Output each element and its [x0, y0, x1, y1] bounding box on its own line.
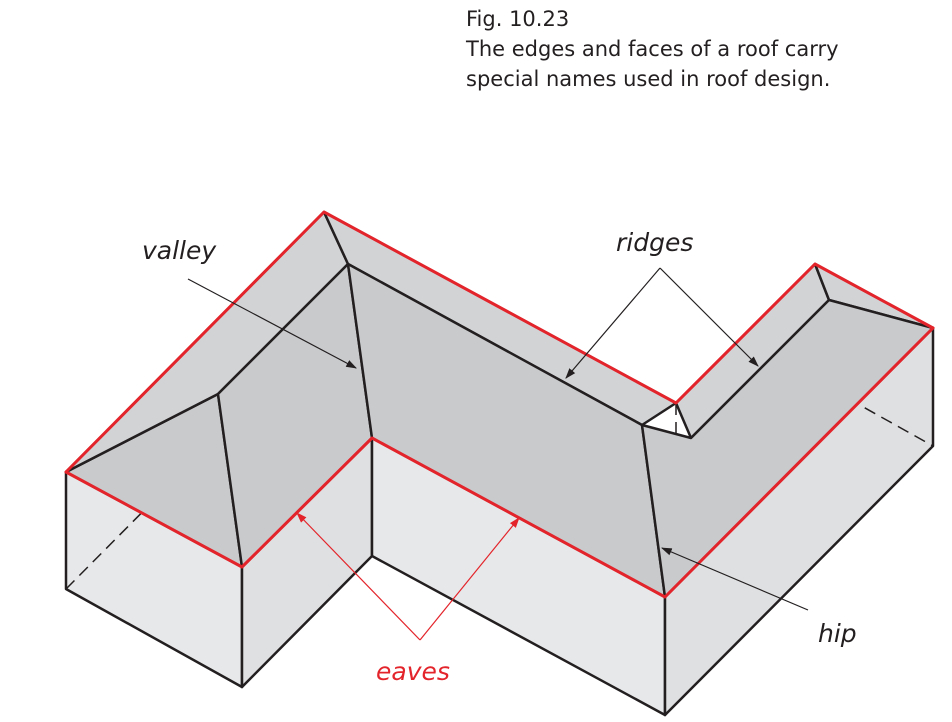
valley-arrow	[187, 278, 357, 369]
walls	[64, 326, 935, 717]
eaves-lines	[64, 210, 935, 599]
eaves-line	[64, 210, 935, 474]
roof-faces	[64, 210, 935, 599]
ridges-arrow	[565, 267, 661, 379]
eaves-label: eaves	[376, 657, 450, 686]
figure-caption: Fig. 10.23 The edges and faces of a roof…	[466, 4, 946, 94]
roof-right-face	[640, 298, 935, 599]
label-arrows	[187, 267, 809, 641]
hip-label: hip	[818, 619, 857, 648]
ridges-label: ridges	[616, 228, 693, 257]
hip-arrow	[661, 547, 809, 611]
figure-number: Fig. 10.23	[466, 7, 570, 31]
eaves-arrow	[419, 517, 520, 641]
caption-line-2: special names used in roof design.	[466, 67, 831, 91]
valley-label: valley	[142, 236, 217, 265]
ridges-arrow	[659, 267, 759, 367]
caption-line-1: The edges and faces of a roof carry	[466, 37, 839, 61]
eaves-line	[64, 326, 935, 599]
eaves-arrow	[296, 512, 421, 641]
